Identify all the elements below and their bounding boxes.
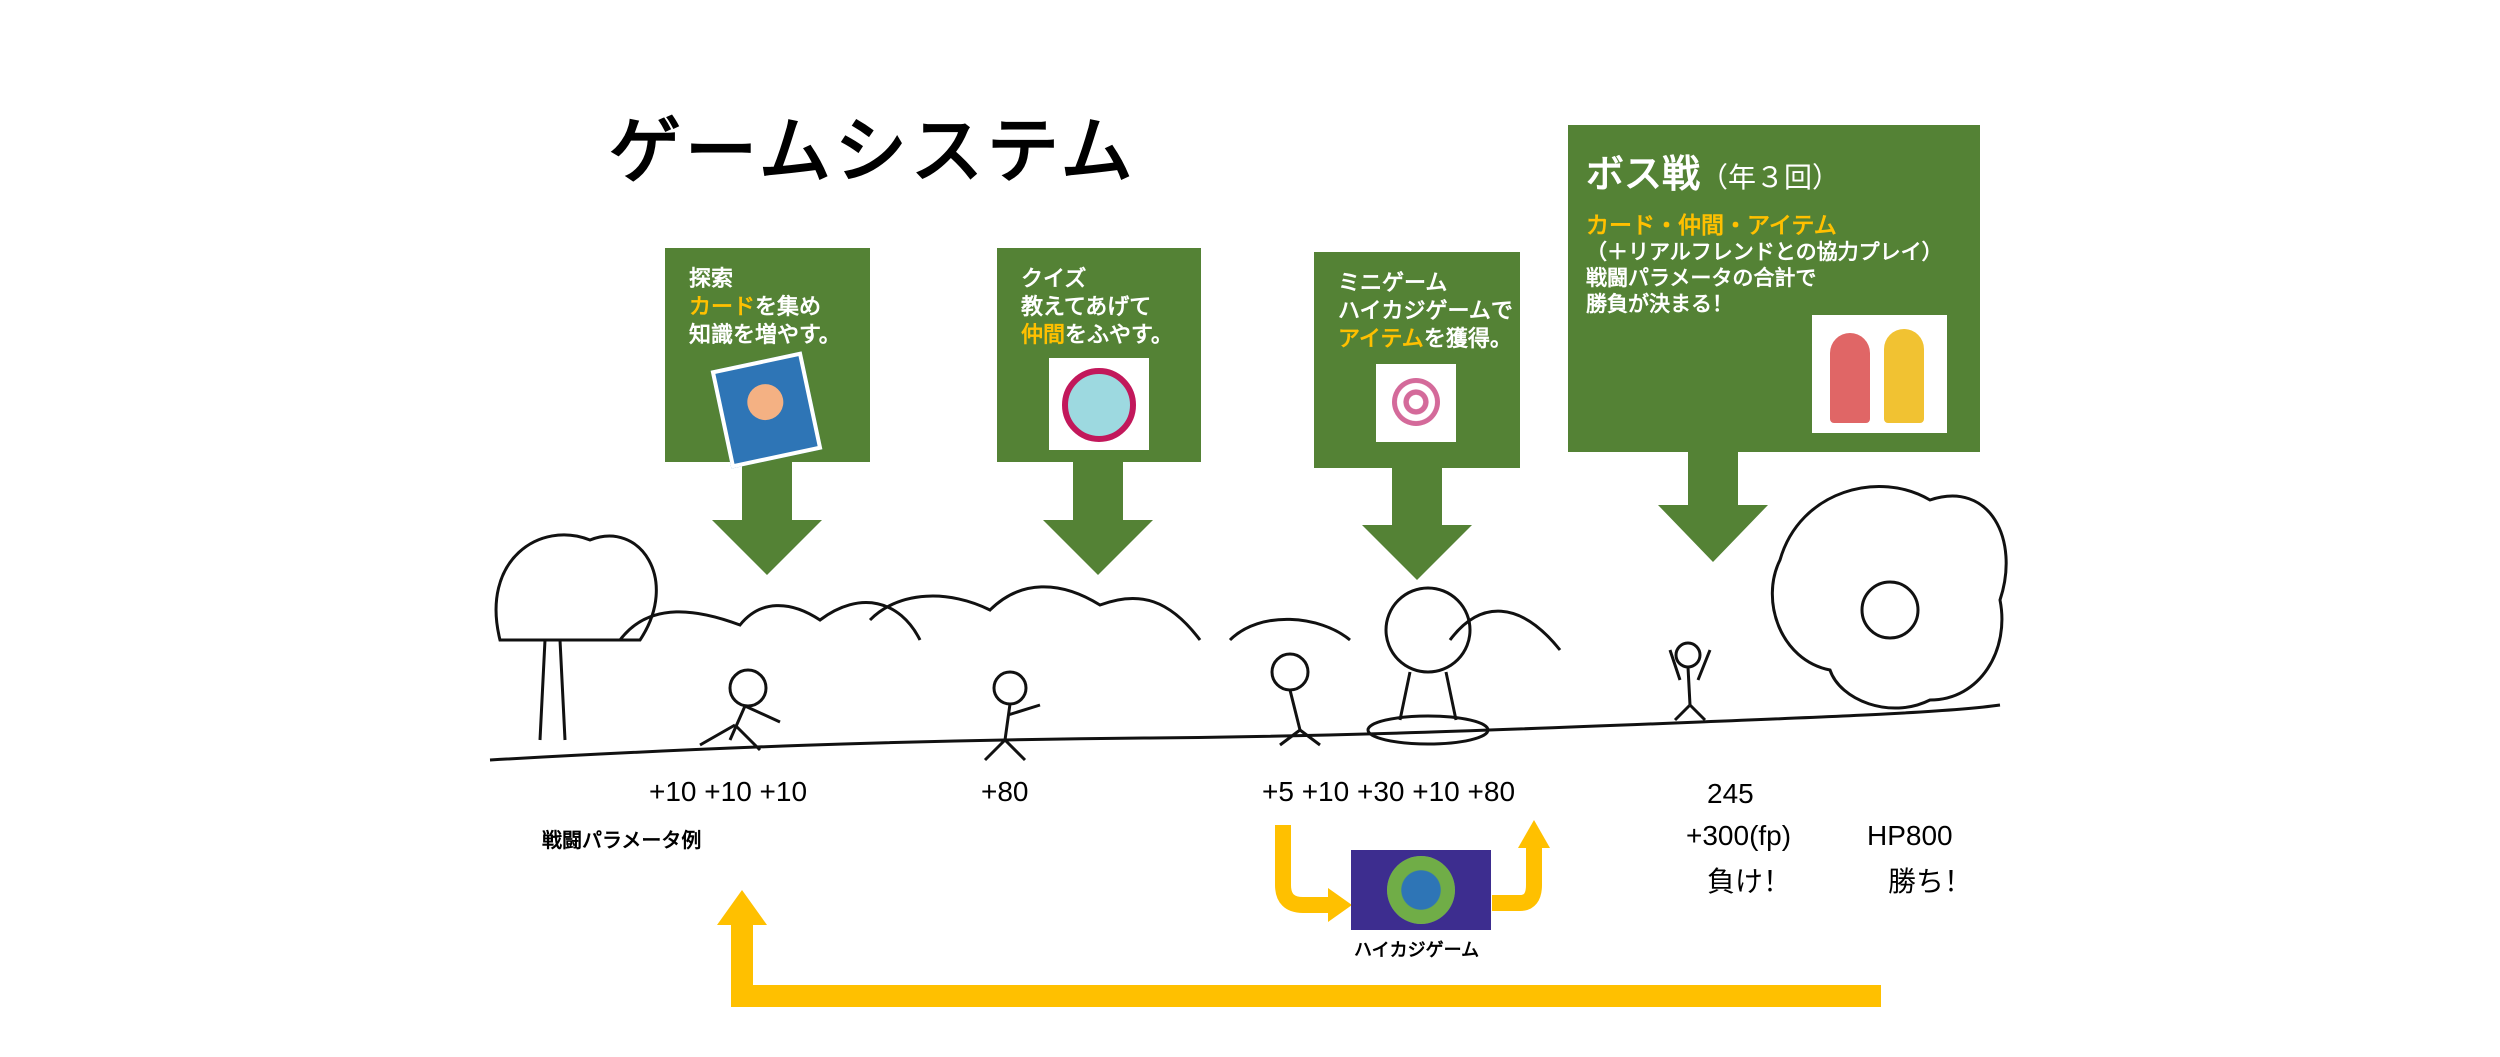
quiz-text: 教えてあげて <box>1021 295 1152 320</box>
boss-heading: ボス戦 <box>1586 152 1701 196</box>
down-arrow-explore <box>712 462 822 575</box>
card-image <box>710 351 823 469</box>
page-title: ゲームシステム <box>609 109 1137 193</box>
magnifier-character-image <box>1049 358 1149 450</box>
boss-box: ボス戦（年３回） カード・仲間・アイテム （＋リアルフレンドとの協力プレイ） 戦… <box>1568 125 1980 452</box>
down-arrow-quiz <box>1043 462 1153 575</box>
kids-image <box>1812 315 1947 433</box>
friend-power-param: +300(fp) <box>1686 820 1792 851</box>
quiz-text: をふやす。 <box>1065 323 1173 348</box>
item-highlight: アイテム <box>1338 327 1424 352</box>
boss-frequency: （年３回） <box>1700 161 1841 194</box>
win-result: 勝ち！ <box>1888 866 1973 897</box>
lose-result: 負け！ <box>1707 866 1792 897</box>
minigame-out-arrowhead <box>1518 820 1550 848</box>
total-param: 245 <box>1707 778 1754 809</box>
explore-text: を集め <box>755 295 822 320</box>
candy-item-image <box>1376 364 1456 442</box>
friend-highlight: 仲間 <box>1021 323 1066 348</box>
sketch-landscape <box>489 485 2008 762</box>
down-arrow-boss <box>1658 452 1768 562</box>
quiz-param: +80 <box>981 776 1029 807</box>
card-highlight: カード <box>689 295 756 320</box>
haikaji-game-label: ハイカジゲーム <box>1354 940 1480 960</box>
minigame-param: +5 +10 +30 +10 +80 <box>1262 776 1516 807</box>
boss-hp: HP800 <box>1867 820 1953 851</box>
loop-arrow <box>717 890 1881 1007</box>
explore-text: 知識を増やす。 <box>689 323 841 348</box>
haikaji-game-image <box>1351 850 1491 930</box>
boss-text: 戦闘パラメータの合計で <box>1586 266 1817 290</box>
explore-param: +10 +10 +10 <box>649 776 808 807</box>
boss-highlight: カード・仲間・アイテム <box>1586 213 1837 239</box>
param-example-label: 戦闘パラメータ例 <box>542 830 702 852</box>
down-arrow-minigame <box>1362 468 1472 580</box>
minigame-in-arrow <box>1275 825 1330 913</box>
minigame-in-arrowhead <box>1328 888 1352 922</box>
quiz-box: クイズ 教えてあげて 仲間をふやす。 <box>997 248 1201 462</box>
explore-box: 探索 カードを集め 知識を増やす。 <box>665 248 870 469</box>
minigame-box: ミニゲーム ハイカジゲームで アイテムを獲得。 <box>1314 252 1520 468</box>
quiz-heading: クイズ <box>1021 267 1087 292</box>
minigame-text: ハイカジゲームで <box>1338 299 1513 324</box>
boss-text: （＋リアルフレンドとの協力プレイ） <box>1586 240 1943 264</box>
explore-heading: 探索 <box>689 267 734 292</box>
minigame-text: を獲得。 <box>1423 327 1512 352</box>
minigame-heading: ミニゲーム <box>1338 271 1448 296</box>
boss-text: 勝負が決まる！ <box>1586 292 1733 316</box>
